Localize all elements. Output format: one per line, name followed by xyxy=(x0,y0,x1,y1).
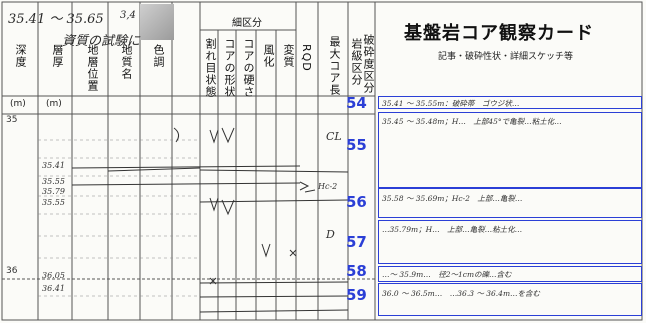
annotation-box xyxy=(378,188,642,218)
rock-grade-entry: CL xyxy=(326,130,342,143)
card-title: 基盤岩コア観察カード xyxy=(404,23,594,44)
column-geology-name: 地質名 xyxy=(120,44,133,80)
log-entry: …35.79m；H… 上部…亀裂…粘土化… xyxy=(382,225,523,234)
layer-depth: 35.55 xyxy=(42,177,65,186)
log-entry: 35.58 ～ 35.69m；Hc-2 上部…亀裂… xyxy=(382,194,523,203)
annotation-box xyxy=(378,112,642,188)
column-color: 色調 xyxy=(152,44,165,68)
sample-sticker xyxy=(140,4,174,40)
group-label-subdivision: 細区分 xyxy=(232,18,262,29)
column-rqd: RQD xyxy=(300,44,313,72)
log-entry: 35.41 ～ 35.55m：破砕帯 ゴウジ状… xyxy=(382,99,520,108)
marker-54: 54 xyxy=(346,94,367,112)
marker-56: 56 xyxy=(346,193,367,211)
layer-depth: 35.55 xyxy=(42,198,65,207)
column-fracture-state: 割れ目状態 xyxy=(204,38,217,98)
handwritten-tag: 3,4 xyxy=(120,10,136,21)
annotation-box xyxy=(378,266,642,282)
column-rock-grade: 岩級区分 xyxy=(350,38,363,86)
marker-55: 55 xyxy=(346,136,367,154)
unit-thickness: (m) xyxy=(46,99,62,109)
column-max-core-length: 最大コア長 xyxy=(328,36,341,96)
rock-grade-entry: Hc-2 xyxy=(318,182,338,191)
depth-mark-36: 36 xyxy=(6,266,18,276)
marker-59: 59 xyxy=(346,286,367,304)
unit-depth: (m) xyxy=(10,99,26,109)
handwritten-remark: 資質の試験に xyxy=(62,34,141,49)
column-core-hardness: コアの硬さ xyxy=(242,38,255,98)
column-alteration: 変質 xyxy=(282,44,295,68)
layer-depth: 35.79 xyxy=(42,187,65,196)
log-entry: 35.45 ～ 35.48m；H… 上部45°で亀裂…粘土化… xyxy=(382,117,562,126)
layer-depth: 36.05 xyxy=(42,271,65,280)
column-weathering: 風化 xyxy=(262,44,275,68)
layer-depth: 36.41 xyxy=(42,284,65,293)
column-stratum-position: 地層位置 xyxy=(86,44,99,92)
annotation-box xyxy=(378,96,642,109)
marker-58: 58 xyxy=(346,262,367,280)
column-depth: 深度 xyxy=(14,44,27,68)
log-entry: 36.0 ～ 36.5m… …36.3 ～ 36.4m…を含む xyxy=(382,289,541,298)
layer-depth: 35.41 xyxy=(42,161,65,170)
log-entry: …～ 35.9m… 径2～1cmの礫…含む xyxy=(382,270,512,279)
annotation-box xyxy=(378,283,642,316)
column-fracture-degree: 破砕度区分 xyxy=(362,34,375,94)
column-core-shape: コアの形状 xyxy=(223,38,236,98)
annotation-box xyxy=(378,220,642,264)
rock-grade-entry: D xyxy=(326,228,335,241)
column-thickness: 層厚 xyxy=(51,44,64,68)
card-subtitle: 記事・破砕性状・詳細スケッチ等 xyxy=(438,52,574,62)
marker-57: 57 xyxy=(346,233,367,251)
depth-mark-35: 35 xyxy=(6,115,18,125)
handwritten-depth-range: 35.41 ～ 35.65 xyxy=(8,12,104,27)
